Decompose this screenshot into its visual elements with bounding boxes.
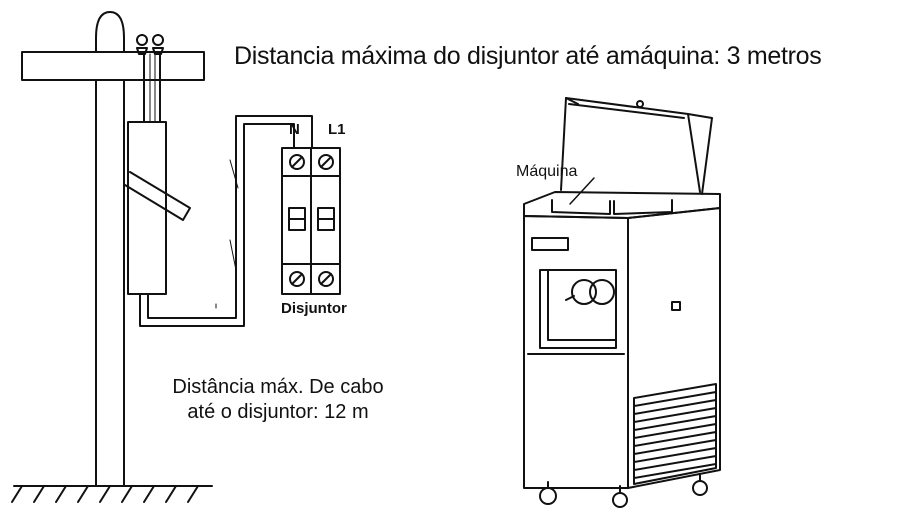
breaker-terminal-n-label: N [289,121,300,138]
supply-cable [139,115,313,327]
breaker-label: Disjuntor [281,300,347,317]
breaker-terminal-l1-label: L1 [328,121,346,138]
utility-pole [21,11,205,487]
machine-pointer [569,177,595,205]
meter-box [124,121,191,295]
circuit-breaker [281,147,341,295]
machine-label: Máquina [516,163,578,180]
max-distance-title: Distancia máxima do disjuntor até amáqui… [234,42,822,70]
cable-distance-note: Distância máx. De cabo até o disjuntor: … [130,375,426,425]
ground-hatching [11,485,213,503]
conduit [143,53,161,123]
cable-note-line-2: até o disjuntor: 12 m [187,401,369,423]
soft-serve-machine [523,97,721,508]
cable-note-line-1: Distância máx. De cabo [172,376,384,398]
